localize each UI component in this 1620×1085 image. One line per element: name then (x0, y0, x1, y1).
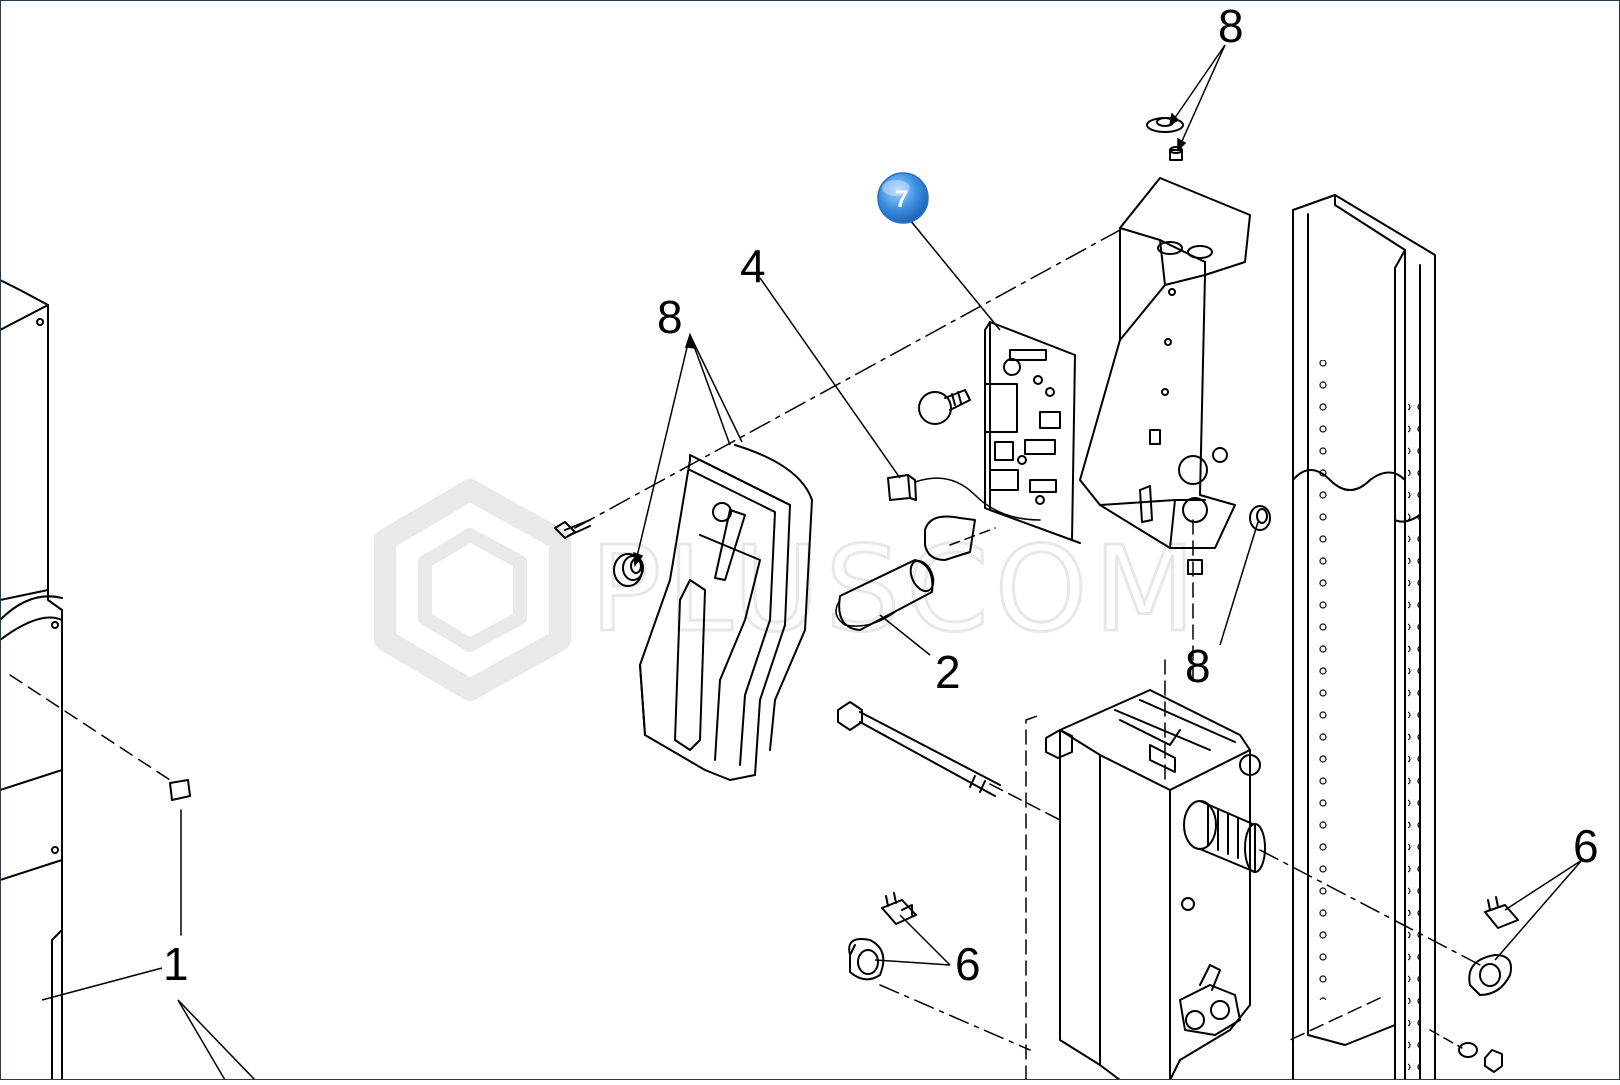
callout-8-left: 8 (657, 291, 683, 343)
left-housing (0, 279, 63, 1081)
small-switch (887, 474, 1041, 521)
callout-8-top: 8 (1218, 0, 1244, 52)
grommet-right (1187, 505, 1271, 681)
watermark-text: PLUSCOM (590, 520, 1201, 658)
callout-labels: 8 4 8 2 8 6 6 1 (163, 0, 1599, 990)
watermark-logo (374, 479, 571, 701)
callout-4: 4 (740, 240, 766, 292)
callout-7-label: 7 (895, 186, 908, 213)
cam-right (1468, 954, 1512, 996)
small-square-part (9, 674, 191, 936)
bracket-housing (1079, 177, 1251, 549)
callout-2: 2 (935, 646, 961, 698)
clamp (924, 515, 996, 561)
control-board (984, 321, 1081, 544)
leader-lines (41, 44, 1583, 1081)
washer-nut-bottom (1289, 997, 1503, 1073)
light-bulb (918, 389, 971, 425)
long-bolt (837, 701, 1061, 821)
channel-post (1292, 194, 1436, 1081)
callout-6-mid: 6 (955, 938, 981, 990)
watermark: PLUSCOM (374, 479, 1201, 701)
gear-motor-housing (1025, 659, 1481, 1081)
callout-1: 1 (163, 938, 189, 990)
cover-panel (639, 444, 813, 781)
callout-7-badge[interactable]: 7 (877, 172, 929, 224)
microswitch-right (1484, 896, 1519, 929)
microswitch-mid (881, 892, 917, 925)
callout-6-right: 6 (1573, 820, 1599, 872)
capacitor (835, 559, 935, 631)
cover-screw (554, 229, 1121, 539)
cam-mid (848, 938, 1031, 1051)
grommet-left (613, 553, 644, 587)
callout-8-right: 8 (1185, 640, 1211, 692)
